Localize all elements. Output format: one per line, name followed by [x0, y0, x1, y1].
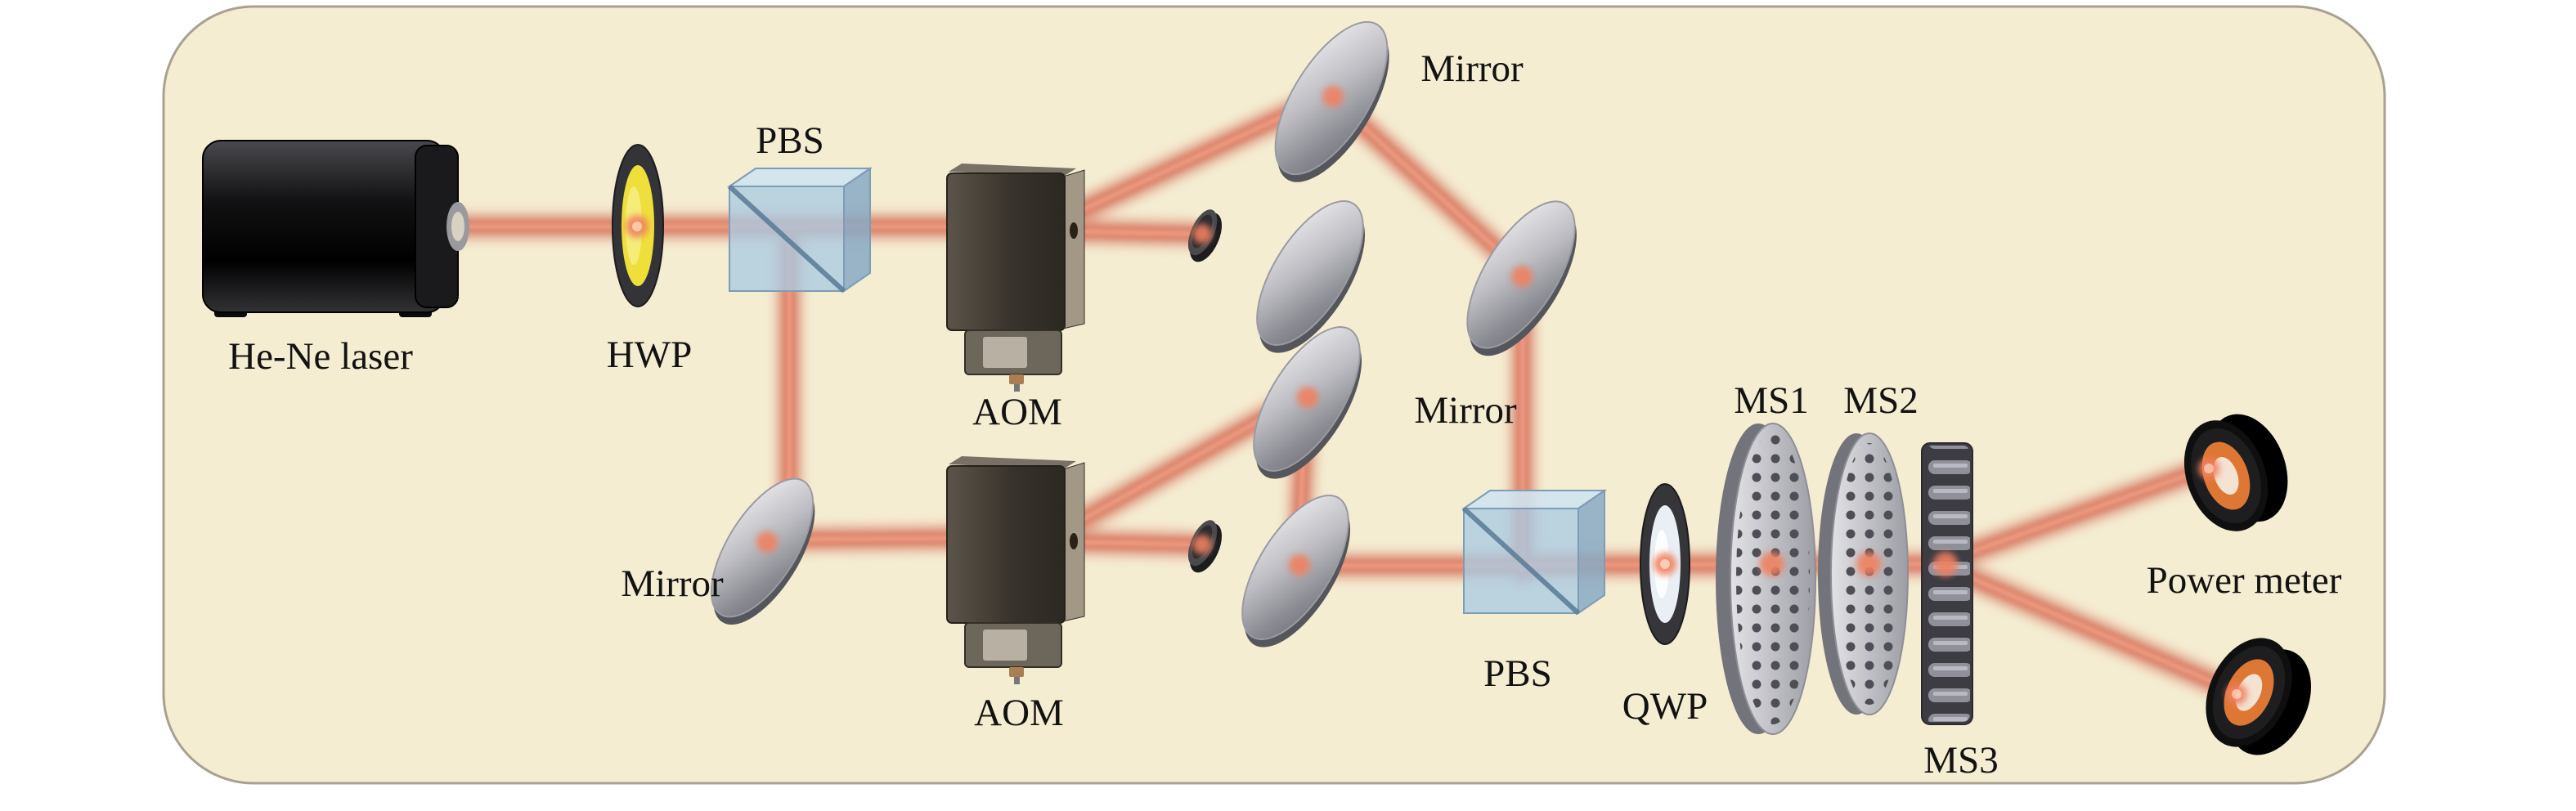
aom-exit-aperture-icon — [1070, 222, 1078, 239]
label-laser: He-Ne laser — [228, 335, 413, 378]
acousto-optic-modulator-bottom — [946, 456, 1085, 684]
power-meter-detector-bottom — [2206, 638, 2312, 755]
label-pbs-bottom: PBS — [1483, 652, 1552, 695]
acousto-optic-modulator-top — [946, 164, 1085, 392]
power-meter-detector-top — [2183, 414, 2288, 531]
label-hwp: HWP — [607, 334, 692, 376]
label-ms3: MS3 — [1923, 739, 1998, 782]
polarizing-beam-splitter-bottom — [1461, 489, 1608, 616]
label-mirror-lower-left: Mirror — [621, 562, 724, 605]
label-ms1: MS1 — [1734, 379, 1808, 422]
helium-neon-laser — [202, 140, 469, 317]
polarizing-beam-splitter-top — [726, 167, 873, 293]
label-qwp: QWP — [1622, 685, 1708, 728]
aom-exit-aperture-icon — [1070, 533, 1078, 549]
label-aom-top: AOM — [972, 391, 1062, 433]
metasurface-ms1 — [1716, 423, 1816, 735]
label-mirror-middle: Mirror — [1414, 389, 1517, 432]
metasurface-ms3 — [1921, 442, 1973, 725]
label-mirror-top: Mirror — [1420, 47, 1524, 90]
mirror-upper-middle — [1256, 200, 1366, 353]
label-pbs-top: PBS — [756, 119, 824, 162]
label-aom-bottom: AOM — [974, 692, 1064, 734]
beam-glow-spots — [626, 86, 2247, 705]
label-power-meter: Power meter — [2147, 559, 2342, 602]
label-ms2: MS2 — [1843, 379, 1918, 422]
